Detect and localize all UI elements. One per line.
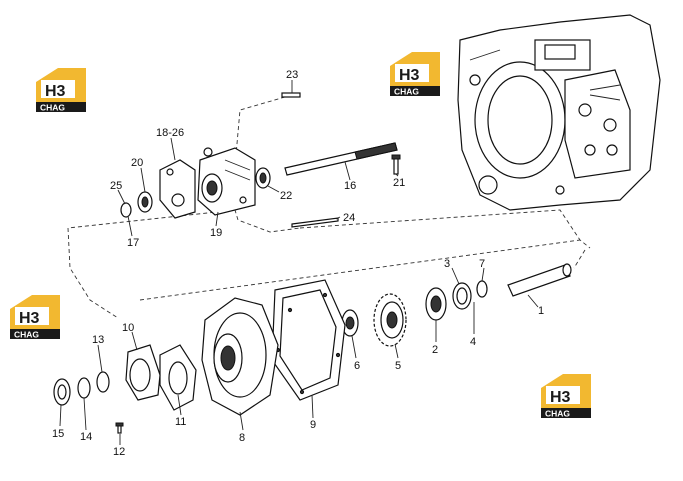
part-labels: 1 2 3 4 5 6 7 8 9 10 11 12 13 14 15 16 1… (52, 69, 544, 458)
label-14: 14 (80, 431, 92, 443)
label-12: 12 (113, 446, 125, 458)
gasket-11 (159, 344, 197, 411)
label-20: 20 (131, 157, 143, 169)
seal-14 (77, 377, 91, 399)
logo-watermark: H3 CHAG (10, 295, 60, 340)
snap-ring-25 (120, 202, 132, 218)
gear-5 (373, 293, 407, 347)
label-11: 11 (175, 416, 186, 428)
logo-watermark: H3 CHAG (36, 68, 86, 113)
bearing-6 (341, 309, 359, 337)
logo-watermark: H3 CHAG (541, 374, 591, 419)
label-25: 25 (110, 180, 122, 192)
label-6: 6 (354, 360, 360, 372)
bearing-2 (425, 287, 447, 321)
gasket-18-26 (159, 159, 196, 219)
hub-10 (125, 344, 161, 401)
ring-7 (476, 280, 488, 298)
logo-mark: H3 (550, 389, 571, 406)
bearing-22 (255, 167, 271, 189)
rod-24 (291, 217, 339, 228)
gasket-9 (271, 279, 346, 401)
washer-3 (452, 282, 472, 310)
seal-20 (137, 191, 153, 213)
label-24: 24 (343, 212, 355, 224)
logo-sub: CHAG (394, 87, 419, 97)
shaft-1 (507, 263, 572, 297)
logo-watermark: H3 CHAG (390, 52, 440, 97)
logo-mark: H3 (399, 67, 420, 84)
label-16: 16 (344, 180, 356, 192)
label-22: 22 (280, 190, 292, 202)
bolt-12 (115, 422, 124, 434)
label-4: 4 (470, 336, 476, 348)
label-13: 13 (92, 334, 104, 346)
logo-mark: H3 (45, 83, 66, 100)
label-17: 17 (127, 237, 139, 249)
pin-21 (391, 154, 401, 175)
label-5: 5 (395, 360, 401, 372)
logo-sub: CHAG (14, 330, 39, 340)
shaft-16 (284, 142, 398, 176)
label-23: 23 (286, 69, 298, 81)
logo-sub: CHAG (545, 409, 570, 419)
label-8: 8 (239, 432, 245, 444)
leader-lines (59, 80, 539, 445)
label-10: 10 (122, 322, 134, 334)
label-21: 21 (393, 177, 405, 189)
seal-15 (53, 378, 71, 406)
ring-13 (96, 371, 110, 393)
label-3: 3 (444, 258, 450, 270)
label-19: 19 (210, 227, 222, 239)
transmission-housing (457, 14, 661, 211)
logo-sub: CHAG (40, 103, 65, 113)
label-1: 1 (538, 305, 544, 317)
label-7: 7 (479, 258, 485, 270)
pump-housing-19 (197, 147, 256, 216)
label-9: 9 (310, 419, 316, 431)
label-18-26: 18-26 (156, 127, 184, 139)
label-2: 2 (432, 344, 438, 356)
logo-mark: H3 (19, 310, 40, 327)
cover-8 (201, 297, 279, 416)
pin-23 (281, 92, 301, 98)
label-15: 15 (52, 428, 64, 440)
